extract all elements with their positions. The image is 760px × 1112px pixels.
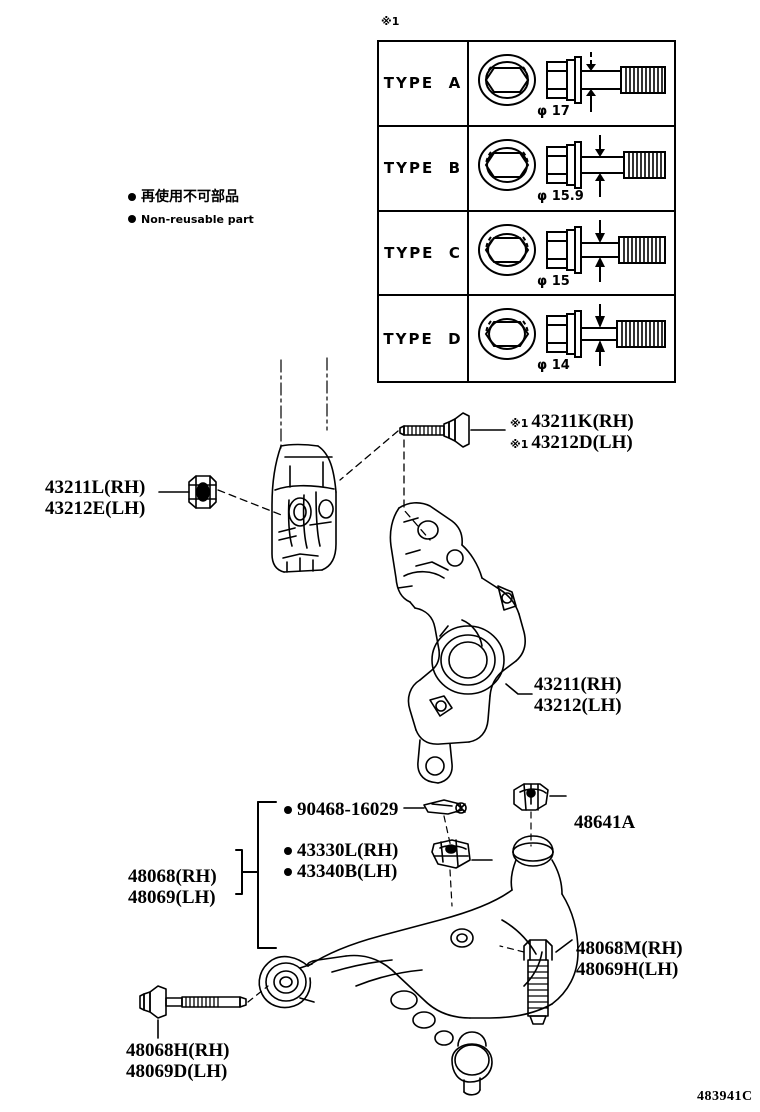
flange-bolt-icon <box>478 52 666 112</box>
legend-english-text: Non-reusable part <box>141 213 254 226</box>
leader-line <box>505 683 533 695</box>
type-figure-cell: φ 15.9 <box>469 127 674 210</box>
filled-circle-icon <box>128 215 136 224</box>
table-note-marker: ※1 <box>381 12 399 30</box>
callout-line: 43330L(RH) <box>297 840 399 861</box>
assembly-dash-line <box>499 945 525 953</box>
callout-line: 48068M(RH) <box>576 938 683 959</box>
type-label-text: TYPE D <box>383 329 463 348</box>
table-row: TYPE D <box>379 296 674 381</box>
type-label-text: TYPE A <box>383 74 463 93</box>
callout-line: 43211L(RH) <box>45 477 146 498</box>
assembly-dash-line <box>449 869 453 907</box>
assembly-dash-line <box>217 489 285 517</box>
type-label-cell: TYPE A <box>379 42 469 125</box>
callout-line: 48069H(LH) <box>576 959 679 980</box>
callout-clip: 90468-16029 <box>284 799 398 820</box>
table-row: TYPE C <box>379 211 674 297</box>
steering-knuckle-icon <box>389 502 526 784</box>
note-marker-text: ※1 <box>510 438 529 451</box>
flange-bolt-icon <box>399 412 470 448</box>
type-label-cell: TYPE C <box>379 211 469 295</box>
callout-ball-joint: 43330L(RH) 43340B(LH) <box>284 840 398 882</box>
callout-line: 48068(RH) <box>128 866 217 887</box>
type-figure-cell: φ 15 <box>469 212 674 295</box>
nut-icon <box>513 783 549 811</box>
diagram-code: 483941C <box>697 1087 753 1105</box>
filled-circle-icon <box>284 805 292 814</box>
flange-bolt-icon <box>478 134 666 197</box>
callout-line: 43212E(LH) <box>45 498 146 519</box>
assembly-dash-line <box>247 985 269 1003</box>
bolt-icon <box>139 985 247 1019</box>
callout-line: 48069(LH) <box>128 887 216 908</box>
callout-line: 48069D(LH) <box>126 1061 228 1082</box>
assembly-dash-line <box>403 439 431 541</box>
diameter-label: φ 17 <box>537 104 570 119</box>
leader-line <box>555 939 573 953</box>
clip-icon <box>423 799 467 815</box>
assembly-dash-line <box>443 815 453 853</box>
callout-arm-bolt-front: 48068H(RH) 48069D(LH) <box>126 1040 229 1082</box>
filled-circle-icon <box>128 193 136 202</box>
type-label-cell: TYPE B <box>379 126 469 210</box>
type-figure-cell: φ 14 <box>469 296 674 381</box>
diameter-label: φ 15.9 <box>537 188 584 204</box>
bolt-icon <box>523 939 553 1025</box>
flange-bolt-icon <box>478 219 666 282</box>
legend-row-japanese: 再使用不可部品 <box>128 188 254 206</box>
front-lower-control-arm-drawing <box>139 783 579 1096</box>
callout-knuckle-nut: 43211L(RH) 43212E(LH) <box>45 477 145 519</box>
note-marker-text: ※1 <box>381 15 400 28</box>
strut-bracket-icon <box>271 443 337 573</box>
callout-line: 48068H(RH) <box>126 1040 230 1061</box>
type-label-text: TYPE C <box>384 243 462 262</box>
note-marker-text: ※1 <box>510 417 529 430</box>
legend-row-english: Non-reusable part <box>128 210 254 228</box>
callout-line: 43211(RH) <box>534 674 622 695</box>
ball-joint-nut-icon <box>431 839 471 869</box>
table-row: TYPE B <box>379 126 674 212</box>
legend-block: 再使用不可部品 Non-reusable part <box>128 188 254 228</box>
flange-bolt-icon <box>478 304 666 367</box>
type-figure-cell: φ 17 <box>469 42 674 125</box>
callout-lower-arm: 48068(RH) 48069(LH) <box>128 866 217 908</box>
front-knuckle-assembly-drawing <box>158 357 533 784</box>
callout-stabilizer-nut: 48641A <box>574 812 635 833</box>
lower-control-arm-icon <box>258 835 579 1096</box>
hub-bore <box>431 625 505 695</box>
filled-circle-icon <box>284 867 292 876</box>
callout-line: 43212(LH) <box>534 695 622 716</box>
callout-line: 43211K(RH) <box>531 411 634 432</box>
assembly-dash-line <box>339 430 399 481</box>
diagram-code-text: 483941C <box>697 1089 753 1104</box>
legend-japanese-text: 再使用不可部品 <box>141 189 239 205</box>
callout-line: 43212D(LH) <box>531 432 633 453</box>
type-label-text: TYPE B <box>383 159 463 178</box>
bolt-type-table: TYPE A <box>377 40 676 383</box>
type-label-cell: TYPE D <box>379 296 469 381</box>
callout-arm-bolt-rear: 48068M(RH) 48069H(LH) <box>576 938 683 980</box>
diameter-label: φ 15 <box>537 273 570 289</box>
callout-steering-knuckle: 43211(RH) 43212(LH) <box>534 674 622 716</box>
nut-icon <box>188 475 217 509</box>
filled-circle-icon <box>284 846 292 855</box>
callout-line: 90468-16029 <box>297 799 399 820</box>
table-row: TYPE A <box>379 42 674 127</box>
group-bracket-left <box>235 849 243 895</box>
callout-knuckle-bolt: ※1 43211K(RH) ※1 43212D(LH) <box>510 411 634 453</box>
callout-line: 43340B(LH) <box>297 861 398 882</box>
diameter-label: φ 14 <box>537 358 570 374</box>
callout-line: 48641A <box>574 812 636 833</box>
